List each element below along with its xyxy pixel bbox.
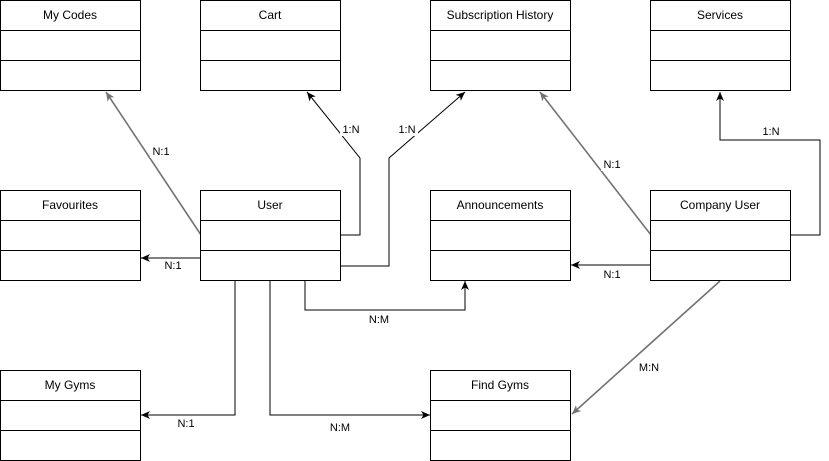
class-favourites[interactable]: Favourites	[0, 190, 141, 281]
svg-text:N:1: N:1	[177, 418, 194, 430]
svg-text:1:N: 1:N	[398, 124, 415, 136]
class-user[interactable]: User	[200, 190, 341, 281]
class-title: Subscription History	[447, 8, 554, 22]
class-title: My Gyms	[45, 378, 96, 392]
svg-text:N:1: N:1	[603, 159, 620, 171]
class-services[interactable]: Services	[650, 0, 791, 91]
label-user-subscription-history: 1:N	[396, 123, 418, 136]
label-company-subscription-history: N:1	[601, 158, 623, 171]
svg-text:N:1: N:1	[164, 260, 181, 272]
class-my-codes[interactable]: My Codes	[0, 0, 141, 91]
label-user-favourites: N:1	[162, 259, 184, 272]
class-title: Services	[697, 8, 743, 22]
svg-text:N:M: N:M	[330, 422, 350, 434]
label-company-services: 1:N	[760, 125, 782, 138]
edge-company-find-gyms	[571, 280, 721, 415]
label-company-announcements: N:1	[601, 268, 623, 281]
class-title: My Codes	[43, 8, 97, 22]
label-company-find-gyms: M:N	[637, 361, 661, 374]
label-user-find-gyms: N:M	[328, 421, 352, 434]
class-cart[interactable]: Cart	[200, 0, 341, 91]
edge-user-cart	[306, 91, 361, 236]
edge-company-subscription-history	[539, 91, 652, 236]
svg-text:M:N: M:N	[639, 362, 659, 374]
label-user-my-gyms: N:1	[175, 417, 197, 430]
edge-user-my-gyms	[141, 281, 236, 419]
class-company-user[interactable]: Company User	[650, 190, 791, 281]
class-title: Favourites	[42, 198, 98, 212]
class-title: Find Gyms	[471, 378, 529, 392]
class-announcements[interactable]: Announcements	[430, 190, 571, 281]
edge-user-announcements	[304, 281, 469, 311]
label-user-announcements: N:M	[367, 313, 391, 326]
svg-text:N:1: N:1	[152, 146, 169, 158]
class-subscription-history[interactable]: Subscription History	[430, 0, 571, 91]
label-user-my-codes: N:1	[150, 145, 172, 158]
class-title: Cart	[259, 8, 282, 22]
class-title: Announcements	[457, 198, 544, 212]
class-title: Company User	[680, 198, 760, 212]
label-user-cart: 1:N	[340, 123, 362, 136]
svg-text:1:N: 1:N	[342, 124, 359, 136]
svg-text:N:M: N:M	[369, 314, 389, 326]
svg-text:N:1: N:1	[603, 269, 620, 281]
class-find-gyms[interactable]: Find Gyms	[430, 370, 571, 461]
svg-text:1:N: 1:N	[762, 126, 779, 138]
class-title: User	[257, 198, 282, 212]
edge-user-find-gyms	[269, 281, 430, 419]
edge-user-my-codes	[105, 91, 202, 236]
class-my-gyms[interactable]: My Gyms	[0, 370, 141, 461]
edge-company-services	[716, 92, 821, 236]
edge-user-subscription-history	[341, 91, 466, 267]
